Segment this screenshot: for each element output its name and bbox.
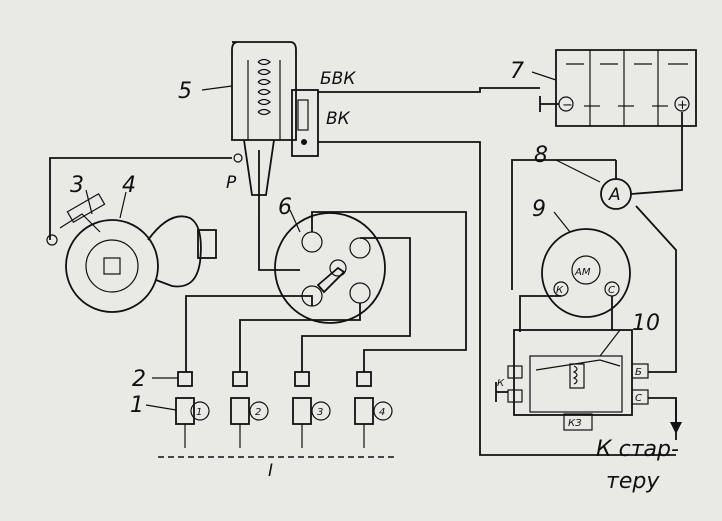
relay-kz-label: КЗ: [568, 418, 582, 429]
label-vk: ВК: [326, 109, 351, 129]
generator-k-terminal: К: [556, 285, 564, 296]
starter-label-line1: К стар-: [596, 437, 679, 462]
plug-4-number: 4: [379, 407, 385, 418]
battery: [539, 49, 697, 127]
leader-lines: [85, 71, 621, 411]
starter-label-line2: теру: [606, 469, 660, 494]
wiring: [49, 87, 683, 456]
relay-regulator: [495, 329, 649, 431]
label-8: 8: [534, 143, 548, 168]
label-5: 5: [178, 79, 192, 104]
battery-plus-sign: +: [677, 98, 688, 113]
plug-1-number: 1: [196, 407, 202, 418]
ground-label: I: [268, 461, 273, 481]
plug-3-number: 3: [317, 407, 323, 418]
battery-minus-sign: −: [562, 98, 573, 113]
starter-arrow: [670, 400, 682, 434]
distributor: [46, 192, 217, 313]
resistor-block: [233, 89, 319, 163]
label-10: 10: [632, 311, 660, 336]
ammeter-symbol: А: [608, 185, 621, 205]
distributor-cap: [274, 212, 386, 324]
label-1: 1: [130, 393, 144, 418]
label-bvk: БВК: [320, 69, 356, 89]
spark-plug-4: [354, 371, 374, 448]
label-4: 4: [122, 173, 136, 198]
label-2: 2: [132, 367, 146, 392]
plug-2-number: 2: [255, 407, 261, 418]
label-6: 6: [278, 195, 292, 220]
label-3: 3: [70, 173, 84, 198]
label-7: 7: [510, 59, 524, 84]
relay-b-label: Б: [635, 367, 642, 378]
spark-plug-1: [175, 371, 195, 448]
spark-plug-3: [292, 371, 312, 448]
battery-plus-terminal: [674, 96, 690, 112]
ignition-coil: [231, 41, 297, 215]
spark-plugs: [175, 371, 393, 448]
relay-k-label: К: [497, 378, 505, 389]
label-9: 9: [532, 197, 546, 222]
spark-plug-2: [230, 371, 250, 448]
relay-c-label: С: [635, 393, 642, 404]
label-p: Р: [226, 173, 237, 193]
generator: [541, 228, 631, 318]
generator-am-label: АМ: [574, 267, 591, 278]
generator-c-terminal: С: [608, 285, 615, 296]
